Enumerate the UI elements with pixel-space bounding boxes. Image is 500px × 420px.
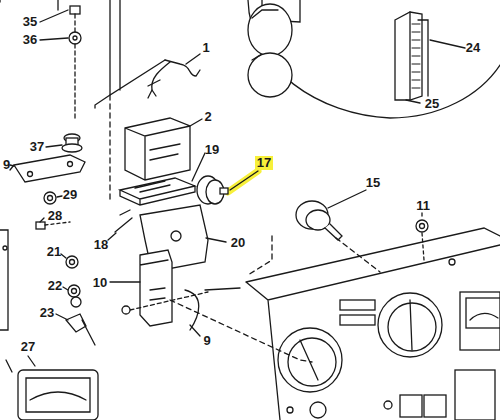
callout-number: 22 <box>47 279 63 293</box>
callout-number: 17 <box>255 156 273 170</box>
callout-number: 11 <box>415 199 431 213</box>
callout-number: 15 <box>365 176 381 190</box>
callout-number: 23 <box>39 306 55 320</box>
callout-number: 35 <box>22 15 38 29</box>
callout-number: 10 <box>92 276 108 290</box>
callout-number: 21 <box>46 245 62 259</box>
callout-number: 18 <box>93 238 109 252</box>
callout-number: 28 <box>47 209 63 223</box>
callout-number: 24 <box>465 41 481 55</box>
callout-number: 36 <box>22 33 38 47</box>
callout-number: 9 <box>202 334 211 348</box>
callout-number: 20 <box>230 236 246 250</box>
callout-number: 27 <box>20 340 36 354</box>
callout-number: 37 <box>29 140 45 154</box>
callout-number: 9 <box>2 158 11 172</box>
callout-number: 25 <box>424 97 440 111</box>
callout-number: 2 <box>203 110 212 124</box>
callout-number: 1 <box>201 41 210 55</box>
callout-number: 19 <box>204 143 220 157</box>
callout-number: 29 <box>62 188 78 202</box>
